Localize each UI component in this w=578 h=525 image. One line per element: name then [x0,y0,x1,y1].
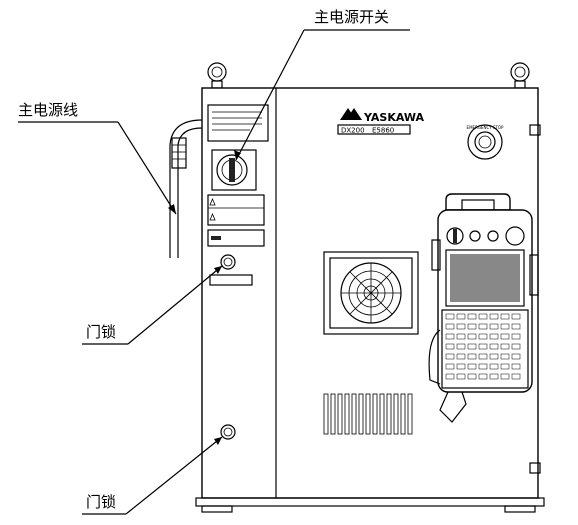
vent-slots [323,393,413,435]
leader-lines [18,29,410,515]
label-door-lock-lower: 门锁 [86,493,116,511]
emergency-stop-label: EMERGENCY STOP [467,125,504,130]
model-label: DX200 [341,127,365,135]
nameplate [207,104,269,142]
emergency-stop-button[interactable] [467,124,503,160]
door-lock-upper[interactable] [220,254,236,270]
foot-right [504,505,536,513]
eye-bolt-left [207,62,227,89]
side-latch-bottom [529,462,541,474]
teach-pendant[interactable] [428,193,539,423]
label-main-power-cable: 主电源线 [18,101,78,119]
eye-bolt-right [510,62,530,89]
door-plate [209,274,253,286]
warning-labels [207,194,265,247]
model-code-label: E5860 [372,127,394,135]
label-door-lock-upper: 门锁 [86,323,116,341]
foot-left [201,505,233,513]
fan-grille [323,251,419,335]
main-power-cable [169,119,203,258]
brand-logo [340,108,362,120]
brand-text: YASKAWA [363,111,425,124]
door-lock-lower[interactable] [220,424,236,440]
side-latch-top [529,124,541,136]
label-main-power-switch: 主电源开关 [314,8,389,26]
cabinet-base [195,497,545,507]
